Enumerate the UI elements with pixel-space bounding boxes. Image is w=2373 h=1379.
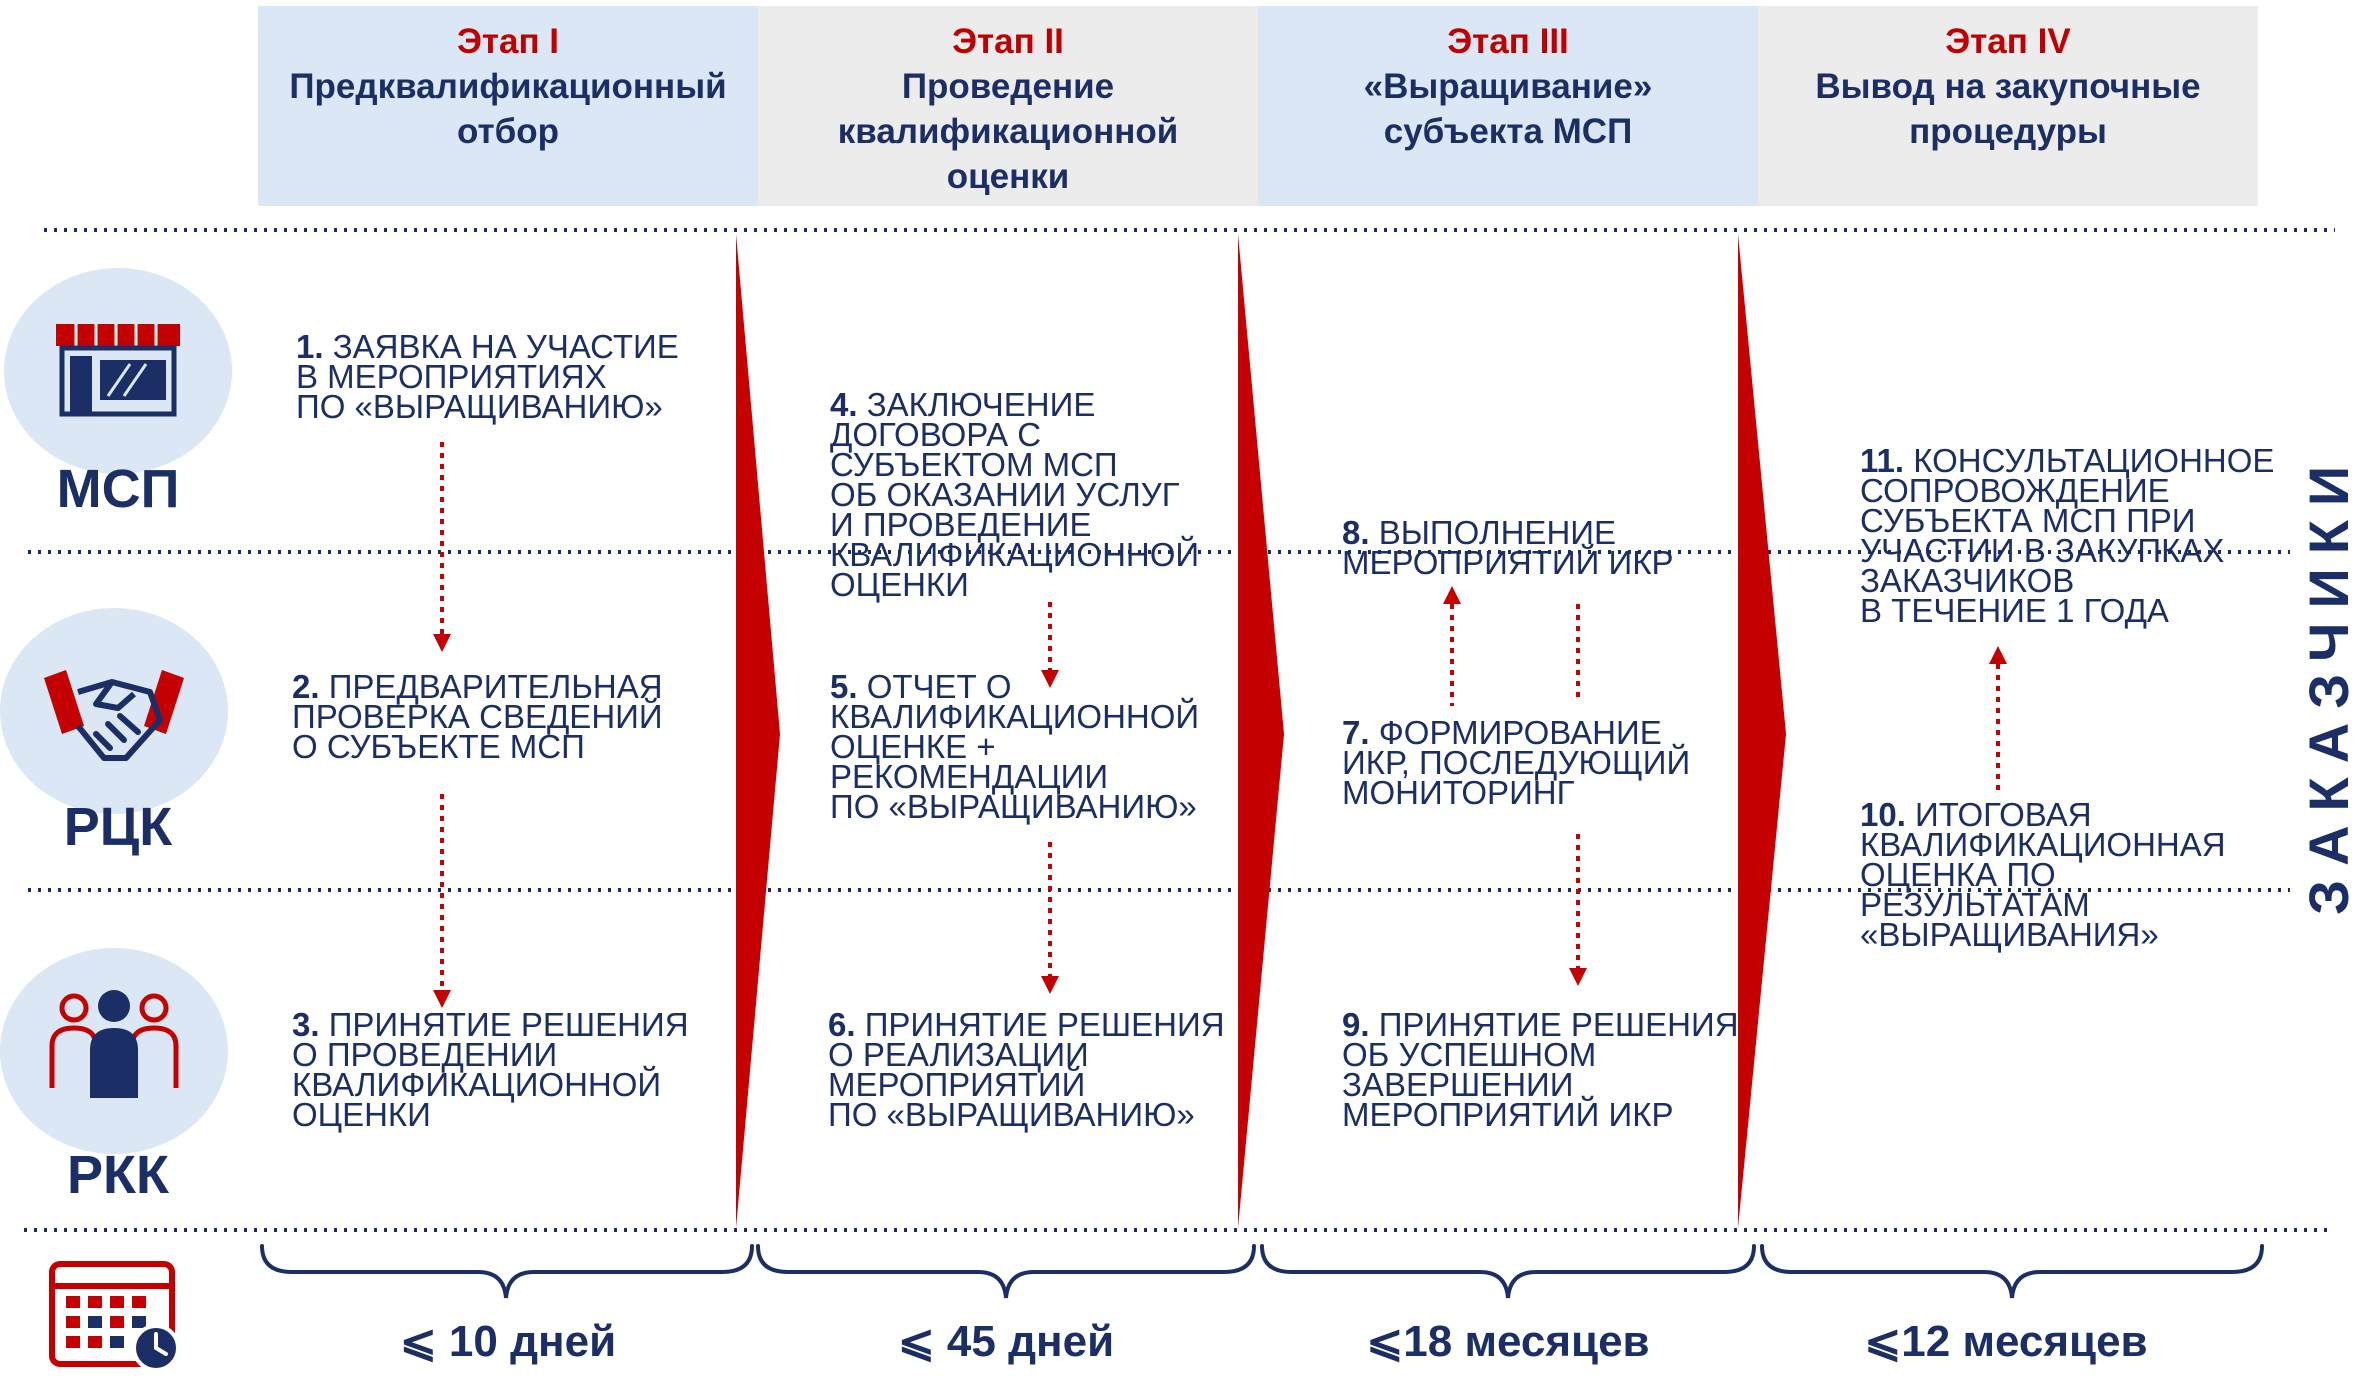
- duration-stage-4: ⩽12 месяцев: [1864, 1317, 2148, 1366]
- arrow-head-down: [433, 634, 451, 652]
- stage-title: «Выращивание» субъекта МСП: [1363, 67, 1653, 151]
- step-number: 5.: [830, 668, 858, 705]
- duration-stage-1: ⩽ 10 дней: [399, 1317, 617, 1366]
- stage-label: Этап III: [1447, 22, 1569, 61]
- arrow-head-down: [1569, 968, 1587, 986]
- row-label-rkk: РКК: [67, 1145, 169, 1205]
- step-number: 9.: [1342, 1006, 1370, 1043]
- stage-label: Этап IV: [1945, 22, 2071, 61]
- arrow-head-up: [1443, 586, 1461, 604]
- step-number: 2.: [292, 668, 320, 705]
- stage-header-1: Этап I Предквалификационный отбор: [258, 6, 758, 206]
- arrow-head-down: [433, 990, 451, 1008]
- step-9: 9. ПРИНЯТИЕ РЕШЕНИЯ ОБ УСПЕШНОМ ЗАВЕРШЕН…: [1342, 1008, 1739, 1131]
- row-label-msp: МСП: [56, 459, 180, 519]
- step-text: КОНСУЛЬТАЦИОННОЕ СОПРОВОЖДЕНИЕ СУБЪЕКТА …: [1860, 442, 2275, 629]
- step-text: ПРИНЯТИЕ РЕШЕНИЯ О ПРОВЕДЕНИИ КВАЛИФИКАЦ…: [292, 1006, 689, 1133]
- step-text: ЗАКЛЮЧЕНИЕ ДОГОВОРА С СУБЪЕКТОМ МСП ОБ О…: [830, 386, 1200, 603]
- brace-stage-3: [1260, 1244, 1756, 1299]
- stage-chevron-3: [1738, 234, 1786, 1228]
- step-11: 11. КОНСУЛЬТАЦИОННОЕ СОПРОВОЖДЕНИЕ СУБЪЕ…: [1860, 444, 2274, 627]
- step-text: ФОРМИРОВАНИЕ ИКР, ПОСЛЕДУЮЩИЙ МОНИТОРИНГ: [1342, 714, 1691, 811]
- stage-title: Проведение квалификационной оценки: [837, 67, 1179, 196]
- stage-header-2: Этап II Проведение квалификационной оцен…: [758, 6, 1258, 206]
- step-text: ОТЧЕТ О КВАЛИФИКАЦИОННОЙ ОЦЕНКЕ + РЕКОМЕ…: [830, 668, 1200, 825]
- step-number: 10.: [1860, 796, 1906, 833]
- customers-label: ЗАКАЗЧИКИ: [2297, 451, 2360, 915]
- step-number: 3.: [292, 1006, 320, 1043]
- brace-stage-1: [260, 1244, 754, 1299]
- duration-stage-3: ⩽18 месяцев: [1366, 1317, 1650, 1366]
- step-number: 6.: [828, 1006, 856, 1043]
- step-2: 2. ПРЕДВАРИТЕЛЬНАЯ ПРОВЕРКА СВЕДЕНИЙ О С…: [292, 670, 663, 763]
- step-number: 8.: [1342, 514, 1370, 551]
- stage-label: Этап I: [456, 22, 560, 61]
- step-number: 1.: [296, 328, 324, 365]
- step-text: ЗАЯВКА НА УЧАСТИЕ В МЕРОПРИЯТИЯХ ПО «ВЫР…: [296, 328, 679, 425]
- stage-chevron-1: [736, 234, 780, 1228]
- stage-label: Этап II: [952, 22, 1064, 61]
- brace-stage-4: [1760, 1244, 2264, 1299]
- step-text: ВЫПОЛНЕНИЕ МЕРОПРИЯТИЙ ИКР: [1342, 514, 1674, 581]
- step-text: ИТОГОВАЯ КВАЛИФИКАЦИОННАЯ ОЦЕНКА ПО РЕЗУ…: [1860, 796, 2226, 953]
- step-number: 7.: [1342, 714, 1370, 751]
- handshake-icon: [0, 608, 228, 814]
- step-3: 3. ПРИНЯТИЕ РЕШЕНИЯ О ПРОВЕДЕНИИ КВАЛИФИ…: [292, 1008, 689, 1131]
- step-number: 4.: [830, 386, 858, 423]
- step-1: 1. ЗАЯВКА НА УЧАСТИЕ В МЕРОПРИЯТИЯХ ПО «…: [296, 330, 679, 423]
- arrow-head-down: [1041, 670, 1059, 688]
- arrow-head-down: [1041, 976, 1059, 994]
- step-number: 11.: [1860, 442, 1905, 479]
- duration-stage-2: ⩽ 45 дней: [897, 1317, 1115, 1366]
- step-6: 6. ПРИНЯТИЕ РЕШЕНИЯ О РЕАЛИЗАЦИИ МЕРОПРИ…: [828, 1008, 1225, 1131]
- step-text: ПРИНЯТИЕ РЕШЕНИЯ О РЕАЛИЗАЦИИ МЕРОПРИЯТИ…: [828, 1006, 1225, 1133]
- stage-header-3: Этап III «Выращивание» субъекта МСП: [1258, 6, 1758, 206]
- stage-chevron-2: [1238, 234, 1284, 1228]
- step-8: 8. ВЫПОЛНЕНИЕ МЕРОПРИЯТИЙ ИКР: [1342, 516, 1673, 579]
- calendar-clock-icon: [44, 1254, 194, 1374]
- stage-title: Вывод на закупочные процедуры: [1815, 67, 2201, 151]
- step-10: 10. ИТОГОВАЯ КВАЛИФИКАЦИОННАЯ ОЦЕНКА ПО …: [1860, 798, 2226, 951]
- row-label-rck: РЦК: [63, 797, 173, 857]
- storefront-icon: [4, 268, 232, 474]
- stage-header-4: Этап IV Вывод на закупочные процедуры: [1758, 6, 2258, 206]
- arrow-head-up: [1989, 646, 2007, 664]
- step-5: 5. ОТЧЕТ О КВАЛИФИКАЦИОННОЙ ОЦЕНКЕ + РЕК…: [830, 670, 1199, 823]
- step-text: ПРИНЯТИЕ РЕШЕНИЯ ОБ УСПЕШНОМ ЗАВЕРШЕНИИ …: [1342, 1006, 1739, 1133]
- people-group-icon: [0, 948, 228, 1154]
- stage-title: Предквалификационный отбор: [289, 67, 727, 151]
- step-7: 7. ФОРМИРОВАНИЕ ИКР, ПОСЛЕДУЮЩИЙ МОНИТОР…: [1342, 716, 1690, 809]
- step-text: ПРЕДВАРИТЕЛЬНАЯ ПРОВЕРКА СВЕДЕНИЙ О СУБЪ…: [292, 668, 663, 765]
- step-4: 4. ЗАКЛЮЧЕНИЕ ДОГОВОРА С СУБЪЕКТОМ МСП О…: [830, 388, 1199, 601]
- brace-stage-2: [756, 1244, 1256, 1299]
